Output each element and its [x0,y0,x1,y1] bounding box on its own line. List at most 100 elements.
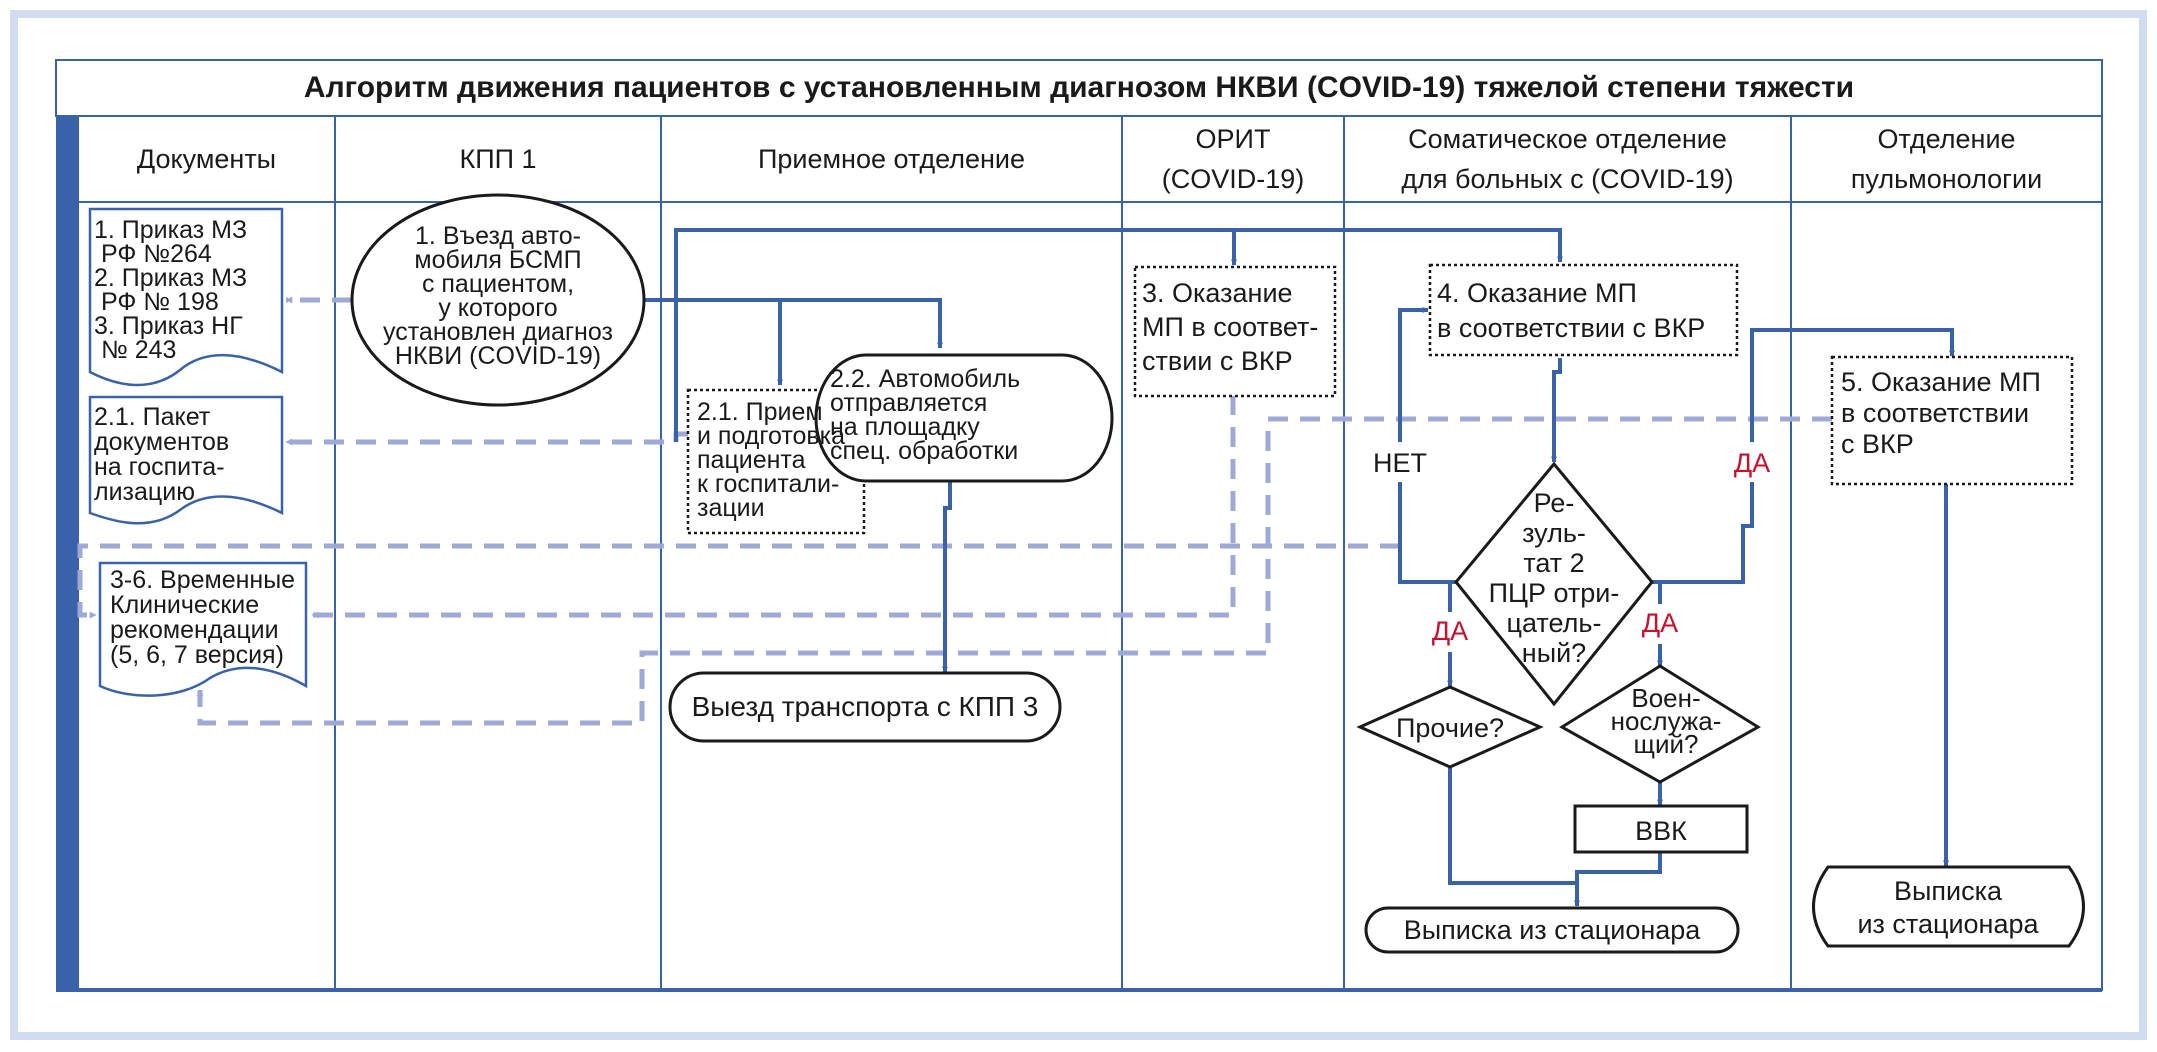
flow-top-bus [674,228,1563,442]
node-label-line: Выписка из стационара [1404,915,1702,945]
node-label-line: ный? [1522,638,1586,668]
pulmo-care-shape [1830,355,2074,486]
node-label-line: тат 2 [1523,548,1584,578]
node-label-line: Клинические [110,591,259,619]
page-title: Алгоритм движения пациентов с установлен… [304,71,1854,104]
vvk-shape [1573,804,1749,854]
edge-label-yes-top-right: ДА [1734,448,1770,478]
doc-orders-shape [88,207,284,387]
flow-others-to-discharge [1448,768,1577,885]
node-label-line: зуль- [1522,518,1586,548]
node-label-line: щий? [1634,729,1699,759]
node-label-line: ВВК [1635,816,1687,846]
dashed-icu-to-guidelines [311,395,1236,619]
node-label-line: РФ № 198 [94,288,219,316]
no-label-bg [1372,442,1428,482]
node-label-line: Прочие? [1396,713,1504,743]
node-label-line: НКВИ (COVID-19) [395,342,601,370]
discharge-somatic-label[interactable]: Выписка из стационара [1404,915,1702,945]
column-header-reception: Приемное отделение [758,144,1025,174]
node-label-line: к госпитали- [697,470,839,498]
vehicle-shape [814,353,1114,483]
node-label-line: с пациентом, [422,270,574,298]
dashed-connectors [77,296,1832,726]
column-header-docs: Документы [137,144,276,174]
node-label-line: МП в соответ- [1142,312,1318,342]
dashed-somatic-to-guidelines [77,543,1400,619]
doc-package-shape [88,395,284,525]
edge-label-yes-right: ДА [1642,608,1678,638]
left-accent-bar [56,116,78,990]
pcr-decision-shape [1454,461,1654,707]
node-label-line: Воен- [1631,683,1700,713]
node-label-line: рекомендации [110,616,279,644]
node-label-line: зации [697,494,765,522]
column-header-somatic: для больных с (COVID-19) [1401,164,1733,194]
yes-left-bg [1428,612,1472,652]
node-label-line: 1. Приказ МЗ [94,216,247,244]
node-label-line: 2.2. Автомобиль [830,365,1020,393]
node-label-line: цатель- [1507,608,1602,638]
node-label-line: РФ №264 [94,240,212,268]
node-label-line: отправляется [830,389,987,417]
node-label-line: лизацию [94,478,195,506]
doc-guidelines-shape [98,561,308,697]
node-label-line: и подготовка [697,422,845,450]
node-label-line: ствии с ВКР [1142,346,1293,376]
exit-kpp3-shape [668,671,1062,743]
node-label-line: 2.1. Прием [697,398,823,426]
node-label-line: мобиля БСМП [414,246,581,274]
vvk-label[interactable]: ВВК [1635,816,1687,846]
swimlane-table [55,59,2103,992]
node-label-line: Выписка [1894,876,2003,906]
flow-vvk-to-discharge [1574,853,1662,907]
node-label-line: Выезд транспорта с КПП 3 [692,691,1039,722]
flow-vehicle-to-exit [942,480,952,673]
node-label-line: пациента [697,446,806,474]
node-label-line: установлен диагноз [383,318,613,346]
military-decision-shape [1559,664,1761,784]
column-header-icu: (COVID-19) [1162,164,1305,194]
node-label-line: Ре- [1534,488,1575,518]
node-label-line: в соответствии с ВКР [1437,313,1705,343]
node-label-line: спец. обработки [830,437,1018,465]
node-label-line: в соответствии [1841,398,2029,428]
node-label-line: из стационара [1857,909,2039,939]
column-header-somatic: Соматическое отделение [1408,124,1727,154]
military-decision-label[interactable]: Воен-нослужа-щий? [1611,683,1722,759]
node-label-line: 1. Въезд авто- [415,222,581,250]
column-header-pulmo: пульмонологии [1851,164,2042,194]
node-label-line: документов [94,428,229,456]
flow-somatic-to-pcr [1551,358,1562,463]
node-label-line: (5, 6, 7 версия) [110,641,284,669]
discharge-pulmo-shape [1812,865,2085,948]
node-label-line: 2.1. Пакет [94,403,211,431]
node-label-line: у которого [438,294,557,322]
title-cell [55,59,2103,117]
node-label-line: 5. Оказание МП [1841,367,2041,397]
exit-kpp3-label[interactable]: Выезд транспорта с КПП 3 [692,691,1039,722]
node-label-line: № 243 [94,336,176,364]
dashed-pulmo-to-guidelines [196,416,1832,726]
node-label-line: с ВКР [1841,429,1914,459]
edge-label-no: НЕТ [1373,448,1427,478]
node-label-line: на госпита- [94,453,225,481]
node-label-line: на площадку [830,413,980,441]
node-shapes [88,193,2085,954]
icu-care-shape [1133,265,1337,398]
flow-pcr-yes-to-pulmo [1652,328,1955,584]
others-decision-label[interactable]: Прочие? [1396,713,1504,743]
